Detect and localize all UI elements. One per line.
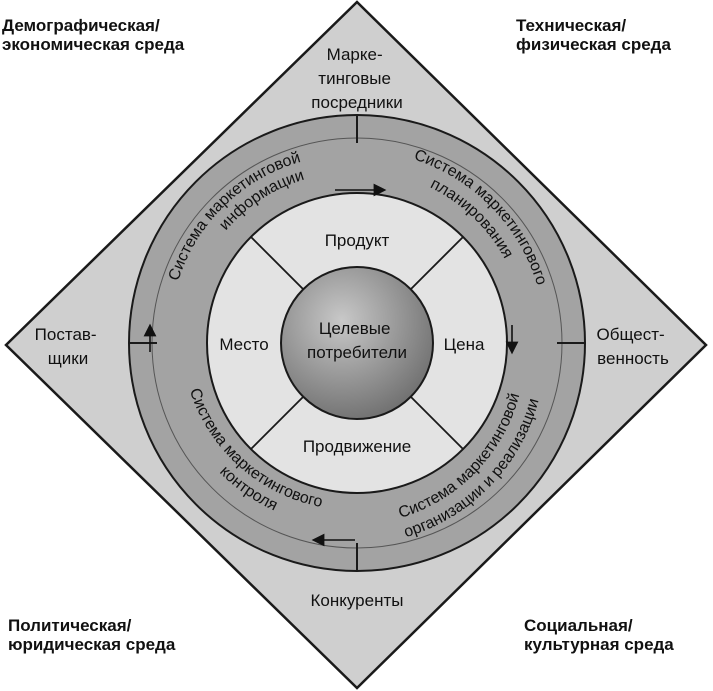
actor-suppliers: Постав- щики — [35, 325, 102, 368]
corner-label-technical-physical: Техническая/ физическая среда — [516, 16, 671, 54]
corner-label-line: Политическая/ — [8, 616, 132, 635]
mix-divider — [250, 396, 304, 450]
corner-label-demographic-economic: Демографическая/ экономическая среда — [2, 16, 184, 54]
mix-divider — [250, 236, 304, 290]
mix-divider — [410, 236, 464, 290]
corner-label-line: Демографическая/ — [2, 16, 160, 35]
actor-line: Общест- — [597, 325, 665, 344]
actor-line: Постав- — [35, 325, 97, 344]
mix-promotion-label: Продвижение — [303, 437, 411, 456]
target-consumers-core — [280, 266, 434, 420]
target-consumers-label: Целевые потребители — [307, 319, 407, 362]
corner-label-line: Техническая/ — [516, 16, 627, 35]
corner-label-social-cultural: Социальная/ культурная среда — [524, 616, 674, 654]
corner-label-line: физическая среда — [516, 35, 671, 54]
corner-label-line: культурная среда — [524, 635, 674, 654]
corner-label-line: экономическая среда — [2, 35, 185, 54]
corner-label-line: Социальная/ — [524, 616, 633, 635]
actor-public: Общест- венность — [597, 325, 670, 368]
corner-label-political-legal: Политическая/ юридическая среда — [8, 616, 175, 654]
mix-divider — [410, 396, 464, 450]
center-label-line: потребители — [307, 343, 407, 362]
actor-competitors: Конкуренты — [311, 591, 404, 610]
actor-line: щики — [48, 349, 88, 368]
actor-line: венность — [597, 349, 669, 368]
actor-line: посредники — [311, 93, 402, 112]
actor-line: Марке- — [327, 45, 383, 64]
mix-price-label: Цена — [444, 335, 485, 354]
mix-place-label: Место — [219, 335, 268, 354]
actor-line: тинговые — [318, 69, 391, 88]
center-label-line: Целевые — [319, 319, 391, 338]
corner-label-line: юридическая среда — [8, 635, 176, 654]
mix-product-label: Продукт — [325, 231, 390, 250]
actor-intermediaries: Марке- тинговые посредники — [311, 45, 402, 112]
